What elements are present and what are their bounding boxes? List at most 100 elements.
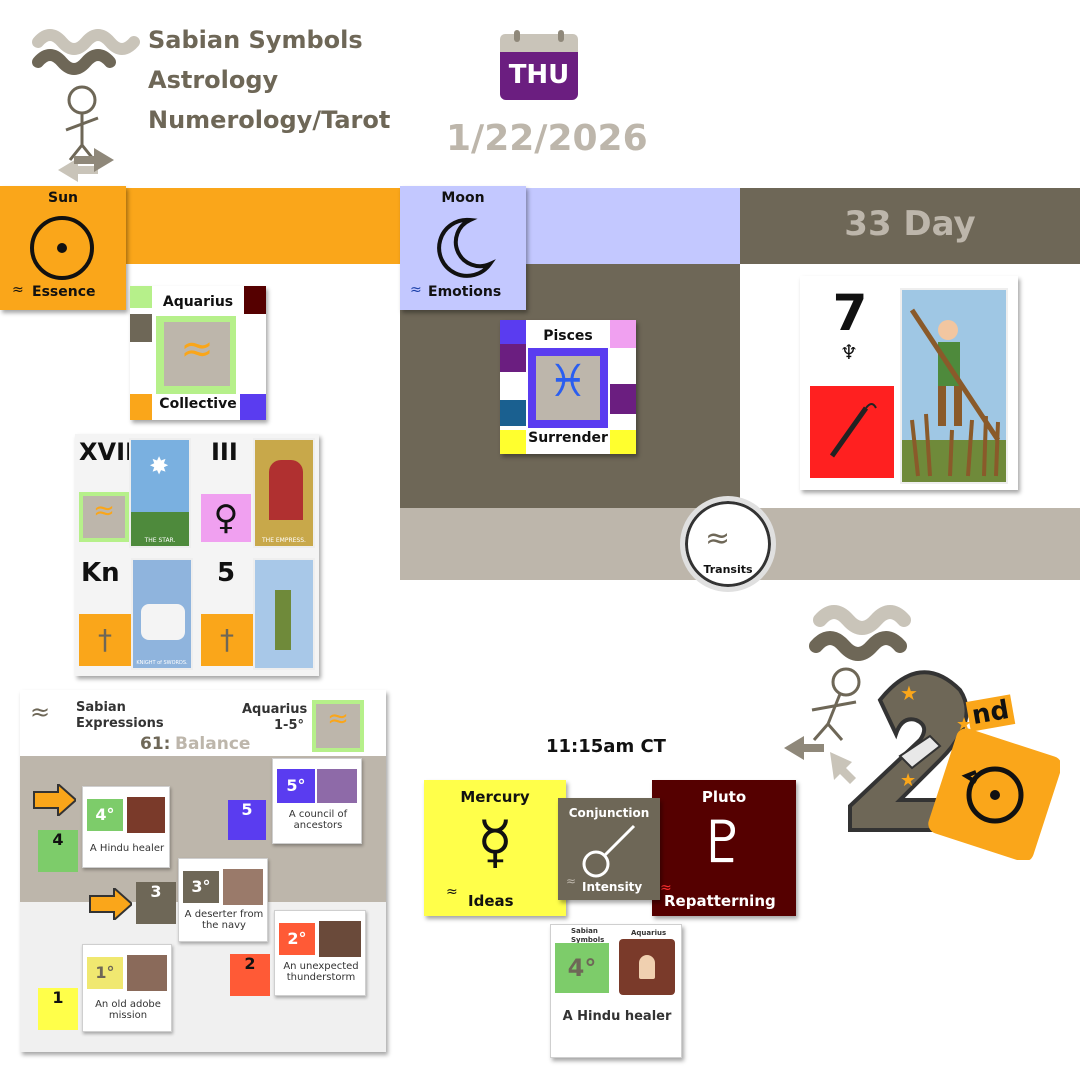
mercury-keyword: Ideas: [468, 892, 514, 910]
aspect-symbol-card[interactable]: Sabian Symbols Aquarius 4° A Hindu heale…: [550, 924, 682, 1058]
mercury-aquarius-icon: ≈: [446, 884, 458, 900]
venus-icon: ♀: [201, 494, 251, 542]
sword-icon-2: †: [201, 614, 253, 666]
symbol-card-4[interactable]: 4° A Hindu healer: [82, 786, 170, 868]
symbol-image-4: [127, 797, 165, 833]
symbol-phrase-4: A Hindu healer: [89, 843, 165, 854]
expressions-panel: ≈ Sabian Expressions Aquarius 1-5° ≈ 61:…: [20, 690, 386, 1052]
conjunction-icon: [582, 824, 636, 878]
title-line-2: Astrology: [148, 66, 279, 94]
stick-figure-icon: ♆: [840, 340, 858, 364]
aquarius-sign-icon: ≈: [79, 492, 129, 542]
five-swords-card: [253, 558, 315, 670]
day-label: 33 Day: [844, 204, 976, 244]
mercury-label: Mercury: [460, 788, 530, 806]
expressions-theme: Balance: [175, 734, 251, 754]
logo: [30, 20, 140, 190]
pisces-tile: ♓ Pisces Surrender: [500, 320, 636, 454]
number-badge-2: 2: [230, 954, 270, 996]
aspect-card-header: Sabian Symbols: [571, 927, 605, 944]
number-badge-5: 5: [228, 800, 266, 840]
conjunction-tile: Conjunction ≈ Intensity: [558, 798, 660, 900]
sun-keyword: Essence: [32, 284, 96, 300]
number-badge-4: 4: [38, 830, 78, 872]
weekday-label: THU: [508, 60, 570, 90]
expressions-range: 1-5°: [274, 718, 304, 733]
symbol-image-2: [319, 921, 361, 957]
moon-label: Moon: [441, 190, 485, 206]
symbol-phrase-5: A council of ancestors: [288, 809, 348, 831]
numerology-card: 7 ♆: [800, 276, 1018, 490]
pisces-keyword: Surrender: [528, 430, 608, 446]
symbol-card-3[interactable]: 3° A deserter from the navy: [178, 858, 268, 942]
symbol-image-1: [127, 955, 167, 991]
wave-icon: ≈: [705, 521, 731, 556]
degree-badge-4: 4°: [87, 799, 123, 831]
aspect-card-image: [619, 939, 675, 995]
symbol-card-1[interactable]: 1° An old adobe mission: [82, 944, 172, 1032]
second-graphic: ★ ★ ★ nd: [780, 590, 1062, 862]
title-line-3: Numerology/Tarot: [148, 106, 391, 134]
pisces-icon: ♓: [548, 356, 588, 407]
expressions-number: 61:: [140, 734, 171, 754]
pluto-keyword: Repatterning: [664, 892, 776, 910]
calendar-icon: THU: [500, 30, 578, 100]
transits-label: Transits: [703, 563, 753, 576]
moon-keyword: Emotions: [428, 284, 502, 300]
moon-tile: Moon ≈ Emotions: [400, 186, 526, 310]
expressions-logo-icon: ≈: [30, 698, 51, 726]
aquarius-mark-icon: ≈: [12, 282, 24, 298]
symbol-image-5: [317, 769, 357, 803]
arrow-icon-3: [88, 885, 134, 923]
expressions-title: Sabian Expressions: [76, 700, 164, 731]
tarot-label-star: XVII: [79, 438, 134, 466]
symbol-phrase-3: A deserter from the navy: [184, 909, 264, 931]
symbol-card-5[interactable]: 5° A council of ancestors: [272, 758, 362, 844]
aquarius-keyword: Collective: [159, 396, 237, 412]
seven-of-wands-card: [900, 288, 1008, 484]
moon-icon: [437, 217, 496, 278]
degree-badge-1: 1°: [87, 957, 123, 989]
star-card-caption: THE STAR.: [144, 537, 176, 544]
svg-text:★: ★: [900, 681, 918, 705]
tarot-label-empress: III: [211, 438, 238, 466]
pluto-aquarius-icon: ≈: [660, 880, 672, 896]
numerology-number: 7: [832, 284, 868, 342]
conjunction-keyword: Intensity: [582, 880, 643, 894]
title-line-1: Sabian Symbols: [148, 26, 363, 54]
mercury-icon: ☿: [477, 808, 513, 876]
expressions-sign: Aquarius: [242, 702, 308, 717]
arrow-icon-4: [32, 781, 78, 819]
svg-text:★: ★: [900, 770, 916, 791]
conjunction-aquarius-icon: ≈: [566, 874, 577, 888]
knight-card-caption: KNIGHT of SWORDS.: [136, 660, 188, 666]
aquarius-tile: ≈ Aquarius Collective: [130, 286, 266, 420]
expressions-aquarius-icon: ≈: [312, 700, 364, 752]
aspect-time: 11:15am CT: [546, 736, 666, 757]
pluto-label: Pluto: [701, 788, 747, 806]
empress-card-caption: THE EMPRESS.: [262, 537, 306, 544]
transits-badge[interactable]: ≈ Transits: [680, 496, 776, 592]
date-label: 1/22/2026: [446, 118, 648, 159]
aquarius-icon: ≈: [180, 326, 214, 372]
degree-badge-5: 5°: [277, 769, 315, 803]
pluto-icon: ♇: [697, 808, 749, 876]
symbol-phrase-1: An old adobe mission: [95, 999, 161, 1021]
symbol-card-2[interactable]: 2° An unexpected thunderstorm: [274, 910, 366, 996]
numerology-band: [740, 188, 1080, 264]
pluto-tile: Pluto ♇ ≈ Repatterning: [652, 780, 796, 916]
star-card: ✸ THE STAR.: [129, 438, 191, 548]
number-badge-1: 1: [38, 988, 78, 1030]
conjunction-label: Conjunction: [568, 806, 650, 820]
sun-tile: Sun Essence ≈: [0, 186, 126, 310]
aspect-card-sign: Aquarius: [631, 929, 667, 937]
mercury-tile: Mercury ☿ ≈ Ideas: [424, 780, 566, 916]
pisces-label: Pisces: [543, 328, 593, 344]
aspect-card-phrase: A Hindu healer: [562, 1009, 672, 1024]
pisces-mark-icon: ≈: [410, 282, 422, 298]
tarot-label-five: 5: [217, 558, 236, 588]
wand-icon: [810, 386, 894, 478]
empress-card: THE EMPRESS.: [253, 438, 315, 548]
tarot-grid: XVII ≈ ✸ THE STAR. III ♀ THE EMPRESS. Kn…: [75, 434, 319, 676]
sun-icon: [30, 216, 94, 280]
